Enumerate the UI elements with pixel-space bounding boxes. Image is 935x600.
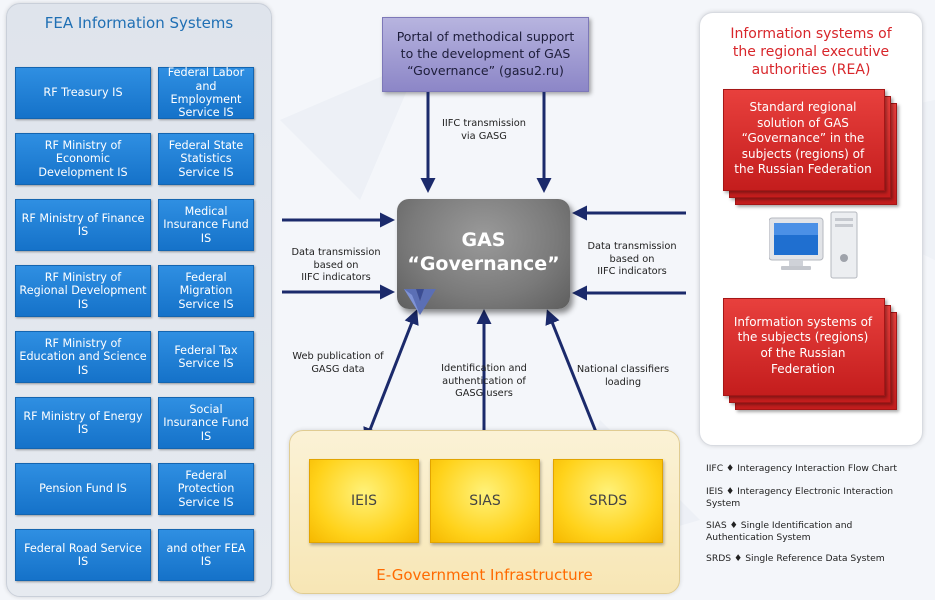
fea-item-label: RF Ministry of Energy IS (23, 409, 143, 436)
portal-line: “Governance” (gasu2.ru) (407, 62, 564, 78)
gas-subtitle: “Governance” (407, 253, 560, 275)
fea-item-federal-labor[interactable]: Federal Labor and Employment Service IS (158, 66, 254, 120)
rea-panel: Information systems of the regional exec… (699, 12, 923, 446)
legend-ieis: IEIS ♦ Interagency Electronic Interactio… (706, 486, 894, 509)
fea-item-social-insurance[interactable]: Social Insurance Fund IS (158, 397, 254, 449)
fea-item-label: Federal Labor and Employment Service IS (167, 66, 245, 120)
fea-item-label: Social Insurance Fund IS (163, 402, 249, 443)
arrow-gas-ieis (363, 309, 419, 443)
arrow-gas-srds (545, 309, 605, 450)
portal-line: to the development of GAS (400, 46, 571, 62)
fea-panel: FEA Information Systems RF Treasury IS F… (6, 3, 272, 597)
fea-item-federal-protection[interactable]: Federal Protection Service IS (158, 463, 254, 515)
label-national-classifiers: National classifiers loading (576, 364, 670, 388)
fea-item-pension-fund[interactable]: Pension Fund IS (15, 463, 151, 515)
legend-iifc: IIFC ♦ Interagency Interaction Flow Char… (706, 463, 898, 474)
egov-title: E-Government Infrastructure (376, 566, 593, 584)
label-iifc-transmission: IIFC transmission via GASG (442, 118, 526, 142)
fea-item-label: RF Ministry of Finance IS (21, 211, 145, 238)
fea-item-rf-regional-dev[interactable]: RF Ministry of Regional Development IS (15, 265, 151, 317)
rea-card-text: Information systems of the subjects (reg… (733, 314, 873, 376)
fea-item-rf-economic-dev[interactable]: RF Ministry of Economic Development IS (15, 133, 151, 185)
ieis-box[interactable]: IEIS (309, 459, 419, 543)
fea-item-rf-education[interactable]: RF Ministry of Education and Science IS (15, 331, 151, 383)
fea-item-label: RF Treasury IS (43, 86, 123, 100)
label-identification: Identification and authentication of GAS… (441, 363, 527, 400)
fea-item-label: Pension Fund IS (39, 482, 127, 496)
fea-item-label: Medical Insurance Fund IS (163, 204, 249, 245)
fea-item-label: and other FEA IS (166, 541, 246, 568)
fea-item-medical-insurance[interactable]: Medical Insurance Fund IS (158, 199, 254, 251)
rea-card-standard-solution[interactable] (723, 89, 885, 191)
fea-item-label: RF Ministry of Regional Development IS (19, 270, 147, 311)
fea-item-federal-tax[interactable]: Federal Tax Service IS (158, 331, 254, 383)
fea-item-label: RF Ministry of Economic Development IS (38, 138, 128, 179)
rea-card-subject-systems[interactable] (723, 298, 885, 396)
fea-item-label: Federal Road Service IS (24, 541, 142, 568)
fea-item-label: Federal Tax Service IS (174, 343, 238, 370)
srds-box[interactable]: SRDS (553, 459, 663, 543)
fea-item-label: Federal State Statistics Service IS (168, 138, 244, 179)
fea-item-federal-road[interactable]: Federal Road Service IS (15, 529, 151, 581)
fea-item-federal-migration[interactable]: Federal Migration Service IS (158, 265, 254, 317)
fea-title: FEA Information Systems (44, 14, 234, 32)
fea-item-label: RF Ministry of Education and Science IS (19, 336, 147, 377)
fea-item-label: Federal Protection Service IS (177, 468, 235, 509)
computer-icon (769, 211, 858, 279)
fea-item-label: Federal Migration Service IS (178, 270, 234, 311)
egov-panel: IEIS SIAS SRDS E-Government Infrastructu… (289, 430, 680, 594)
fea-item-other-fea[interactable]: and other FEA IS (158, 529, 254, 581)
gas-logo-icon (404, 289, 436, 315)
legend-srds: SRDS ♦ Single Reference Data System (706, 553, 885, 564)
label-left-data-transmission: Data transmission based on IIFC indicato… (291, 247, 381, 284)
rea-card-text: Standard regional solution of GAS “Gover… (734, 100, 872, 177)
fea-item-federal-statistics[interactable]: Federal State Statistics Service IS (158, 133, 254, 185)
legend-sias: SIAS ♦ Single Identification and Authent… (706, 520, 853, 543)
sias-box[interactable]: SIAS (430, 459, 540, 543)
rea-title: Information systems of the regional exec… (730, 26, 892, 79)
gas-title: GAS (461, 229, 506, 251)
portal-line: Portal of methodical support (396, 29, 575, 45)
fea-item-rf-finance[interactable]: RF Ministry of Finance IS (15, 199, 151, 251)
portal-box[interactable]: Portal of methodical support to the deve… (382, 17, 589, 92)
label-web-publication: Web publication of GASG data (292, 351, 384, 375)
gas-governance-box[interactable]: GAS “Governance” (397, 199, 570, 315)
label-right-data-transmission: Data transmission based on IIFC indicato… (587, 241, 677, 278)
fea-item-rf-treasury[interactable]: RF Treasury IS (15, 67, 151, 119)
fea-item-rf-energy[interactable]: RF Ministry of Energy IS (15, 397, 151, 449)
